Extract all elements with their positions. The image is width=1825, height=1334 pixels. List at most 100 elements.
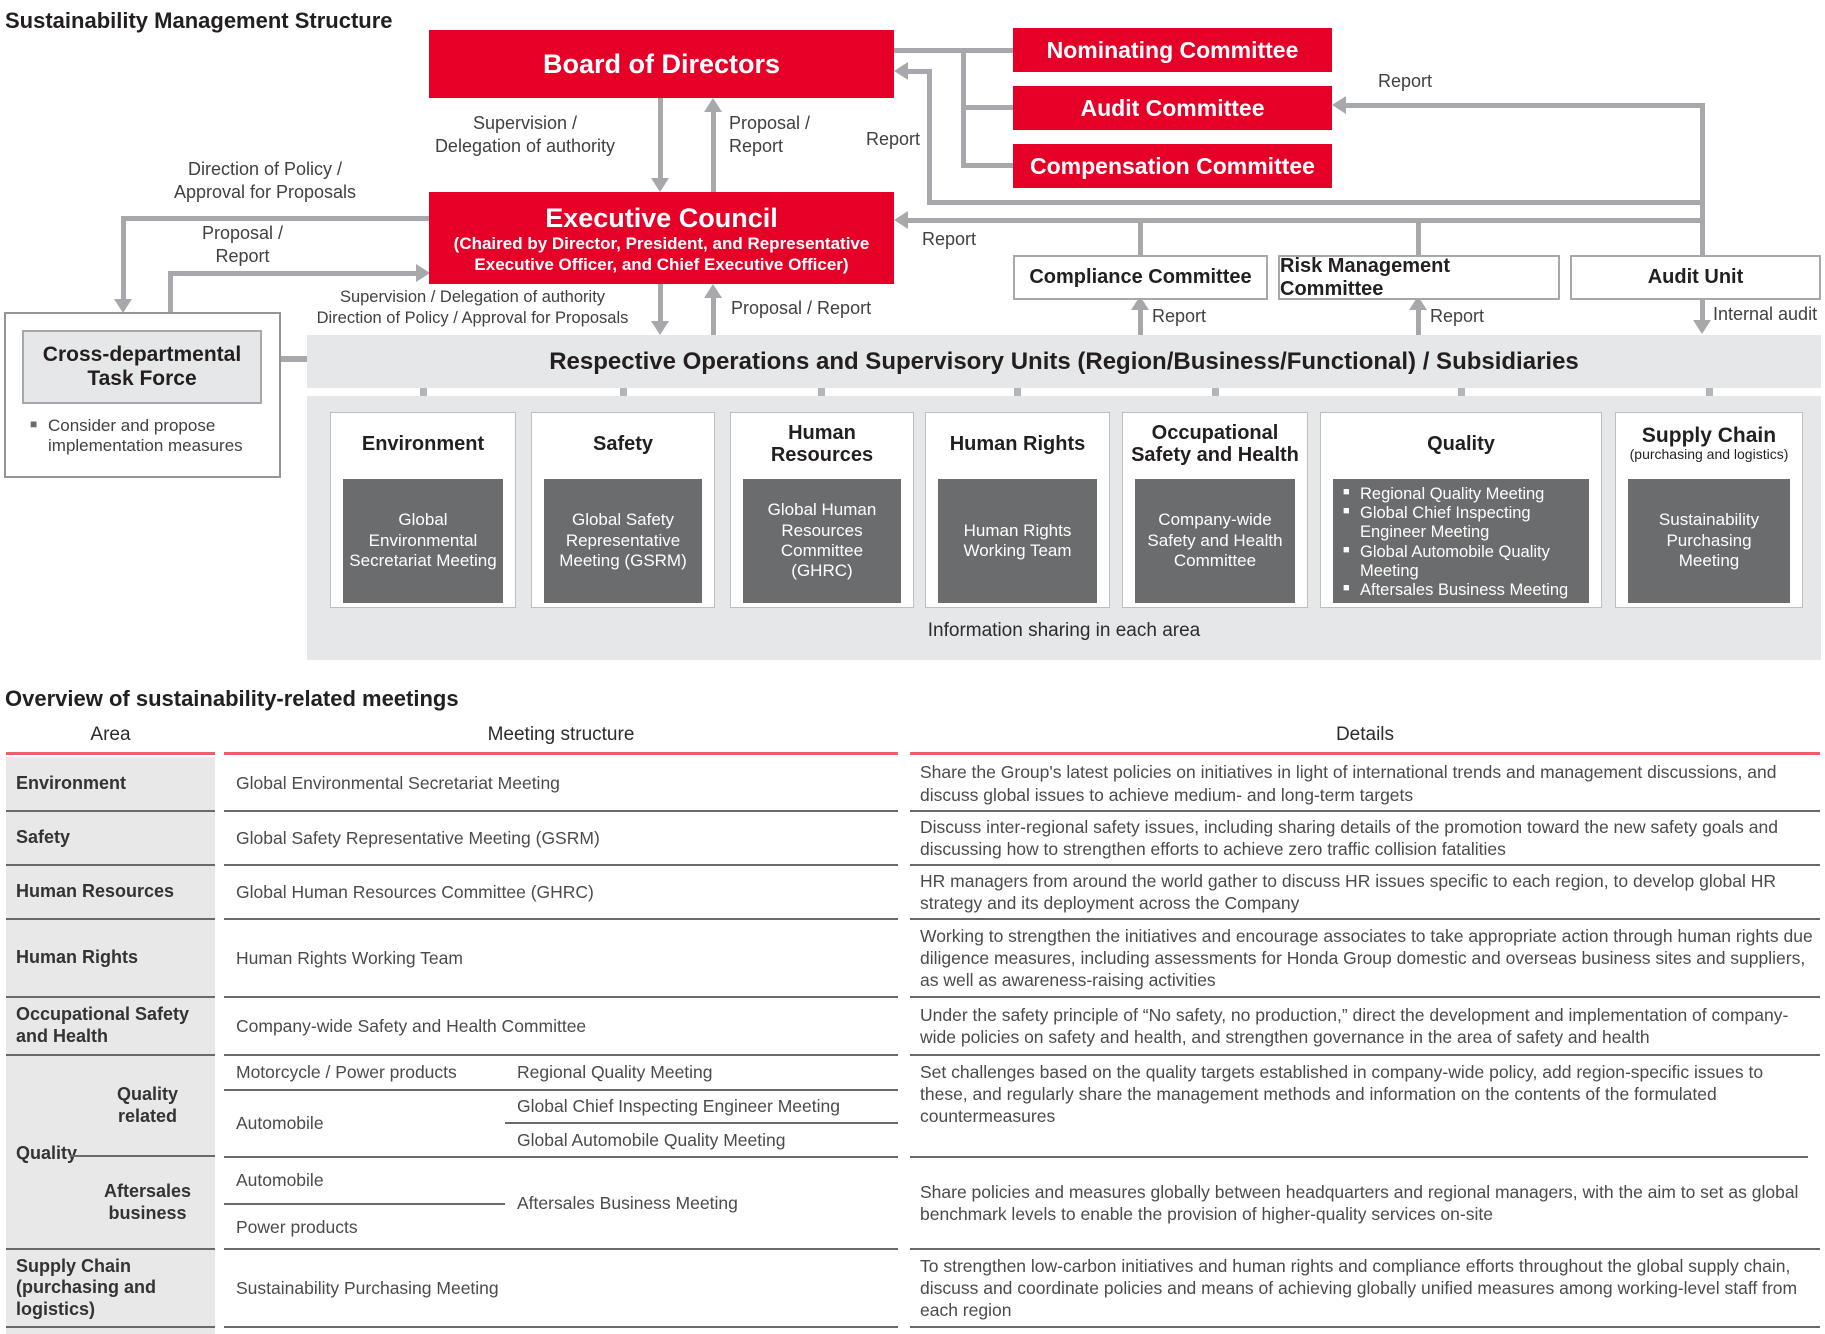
header-underline-area bbox=[6, 752, 215, 755]
unit-quality-title: Quality bbox=[1427, 433, 1495, 455]
arrow-supervision-down-shaft bbox=[658, 98, 663, 182]
line-direction-policy-v bbox=[121, 216, 126, 302]
arrow-proposal-up-shaft bbox=[711, 112, 716, 192]
area-cell: Human Resources bbox=[6, 864, 215, 918]
arrowhead-report-to-board bbox=[894, 62, 908, 80]
meeting-cell: Company-wide Safety and Health Committee bbox=[224, 996, 898, 1054]
details-cell: Working to strengthen the initiatives an… bbox=[910, 918, 1820, 996]
unit-supply-chain-title: Supply Chain (purchasing and logistics) bbox=[1616, 413, 1802, 475]
unit-occupational-safety-title: Occupational Safety and Health bbox=[1131, 422, 1299, 466]
details-cell: Share the Group's latest policies on ini… bbox=[920, 762, 1777, 805]
unit-human-rights-meeting: Human Rights Working Team bbox=[938, 479, 1097, 603]
details-cell: Discuss inter-regional safety issues, in… bbox=[910, 810, 1820, 864]
divider bbox=[224, 1203, 505, 1205]
line-stub-risk bbox=[1416, 223, 1421, 255]
line-audit-unit-to-audit-committee bbox=[1346, 103, 1705, 108]
table-title: Overview of sustainability-related meeti… bbox=[5, 686, 459, 711]
line-report-board-h bbox=[908, 69, 932, 74]
aftersales-details: Share policies and measures globally bet… bbox=[920, 1181, 1799, 1224]
quality-meeting: Regional Quality Meeting bbox=[517, 1062, 713, 1082]
info-sharing-label: Information sharing in each area bbox=[927, 620, 1201, 641]
meetings-table: Environment Global Environmental Secreta… bbox=[0, 757, 1825, 1334]
executive-council-title: Executive Council bbox=[545, 203, 778, 234]
table-row-human-rights: Human Rights Human Rights Working Team W… bbox=[0, 918, 1825, 996]
table-row-supply-chain: Supply Chain (purchasing and logistics) … bbox=[0, 1248, 1825, 1326]
unit-environment: Environment Global Environmental Secreta… bbox=[330, 412, 516, 608]
task-force-note: Consider and propose implementation meas… bbox=[30, 416, 266, 457]
table-row-occupational-safety: Occupational Safety and Health Company-w… bbox=[0, 996, 1825, 1054]
label-proposal-report-up: Proposal / Report bbox=[731, 298, 872, 318]
board-of-directors-box: Board of Directors bbox=[429, 30, 894, 98]
arrow-proposal-up-head bbox=[704, 98, 722, 112]
quality-sub-divider bbox=[70, 1155, 215, 1157]
divider bbox=[224, 1089, 898, 1091]
arrow-internal-audit-shaft bbox=[1700, 300, 1705, 324]
audit-unit-box: Audit Unit bbox=[1570, 255, 1821, 300]
area-cell: Human Rights bbox=[6, 918, 215, 996]
unit-safety: Safety Global Safety Representative Meet… bbox=[531, 412, 715, 608]
risk-management-committee-box: Risk Management Committee bbox=[1278, 255, 1560, 300]
aftersales-category: Automobile bbox=[236, 1170, 324, 1190]
arrowhead-report-to-audit-committee bbox=[1332, 96, 1346, 114]
divider bbox=[505, 1122, 898, 1124]
area-cell: Supply Chain (purchasing and logistics) bbox=[6, 1248, 215, 1326]
unit-environment-meeting: Global Environmental Secretariat Meeting bbox=[343, 479, 503, 603]
line-report-ec-bus bbox=[908, 218, 1705, 223]
quality-category: Automobile bbox=[236, 1113, 324, 1133]
unit-human-resources-title: Human Resources bbox=[770, 422, 874, 466]
unit-human-rights: Human Rights Human Rights Working Team bbox=[925, 412, 1110, 608]
header-details: Details bbox=[1335, 724, 1395, 745]
label-report-risk: Report bbox=[1430, 306, 1485, 326]
details-cell: To strengthen low-carbon initiatives and… bbox=[910, 1248, 1820, 1326]
diagram-title: Sustainability Management Structure bbox=[5, 8, 393, 33]
aftersales-category: Power products bbox=[236, 1217, 358, 1237]
table-row-environment: Environment Global Environmental Secreta… bbox=[0, 757, 1825, 810]
meeting-cell: Global Environmental Secretariat Meeting bbox=[236, 773, 560, 793]
details-cell: HR managers from around the world gather… bbox=[910, 864, 1820, 918]
quality-meeting: Global Automobile Quality Meeting bbox=[517, 1129, 786, 1150]
area-cell: Occupational Safety and Health bbox=[6, 996, 215, 1054]
area-cell-partial bbox=[6, 1326, 215, 1334]
line-taskforce-to-bar bbox=[281, 356, 307, 362]
unit-supply-chain-meeting: Sustainability Purchasing Meeting bbox=[1628, 479, 1790, 603]
line-direction-policy-h bbox=[121, 216, 434, 221]
unit-quality-meetings: Regional Quality Meeting Global Chief In… bbox=[1333, 479, 1589, 603]
line-board-committees bbox=[894, 48, 1013, 53]
bottom-border bbox=[224, 1326, 898, 1334]
unit-human-rights-title: Human Rights bbox=[949, 433, 1086, 455]
table-bottom-edge bbox=[0, 1326, 1825, 1334]
header-area: Area bbox=[90, 724, 131, 745]
unit-occupational-safety: Occupational Safety and Health Company-w… bbox=[1122, 412, 1308, 608]
arrow-ec-up-shaft bbox=[711, 298, 716, 335]
quality-meeting-item: Regional Quality Meeting bbox=[1343, 485, 1583, 504]
meeting-cell: Sustainability Purchasing Meeting bbox=[224, 1248, 898, 1326]
operations-bar: Respective Operations and Supervisory Un… bbox=[307, 335, 1821, 388]
divider bbox=[910, 1156, 1808, 1158]
compensation-committee-box: Compensation Committee bbox=[1013, 144, 1332, 188]
label-supervision-delegation-2: Supervision / Delegation of authority bbox=[339, 288, 606, 306]
quality-meeting: Global Chief Inspecting Engineer Meeting bbox=[517, 1096, 840, 1116]
arrow-ec-down-head bbox=[651, 321, 669, 335]
label-report-to-board: Report bbox=[865, 129, 920, 149]
line-report-board-bus bbox=[927, 200, 1705, 205]
unit-supply-chain: Supply Chain (purchasing and logistics) … bbox=[1615, 412, 1803, 608]
meeting-cell: Global Safety Representative Meeting (GS… bbox=[224, 810, 898, 864]
table-row-safety: Safety Global Safety Representative Meet… bbox=[0, 810, 1825, 864]
quality-meeting-item: Global Chief Inspecting Engineer Meeting bbox=[1343, 504, 1583, 542]
line-stub-compensation bbox=[961, 163, 1013, 168]
line-taskforce-proposal-h bbox=[168, 271, 416, 276]
quality-area-label: Quality bbox=[16, 1143, 78, 1163]
executive-council-box: Executive Council (Chaired by Director, … bbox=[429, 192, 894, 284]
label-supervision-delegation: Supervision / Delegation of authority bbox=[434, 113, 616, 157]
unit-environment-title: Environment bbox=[361, 433, 485, 455]
quality-meeting-item: Aftersales Business Meeting bbox=[1343, 581, 1583, 600]
aftersales-meeting: Aftersales Business Meeting bbox=[517, 1192, 738, 1213]
header-meeting-structure: Meeting structure bbox=[487, 724, 635, 745]
quality-related-label: Quality related bbox=[116, 1084, 178, 1126]
audit-committee-box: Audit Committee bbox=[1013, 86, 1332, 130]
arrow-ec-down-shaft bbox=[658, 284, 663, 324]
label-report-to-ec: Report bbox=[922, 229, 977, 249]
unit-human-resources-meeting: Global Human Resources Committee (GHRC) bbox=[743, 479, 901, 603]
unit-quality: Quality Regional Quality Meeting Global … bbox=[1320, 412, 1602, 608]
line-audit-unit-vertical bbox=[1700, 103, 1705, 255]
